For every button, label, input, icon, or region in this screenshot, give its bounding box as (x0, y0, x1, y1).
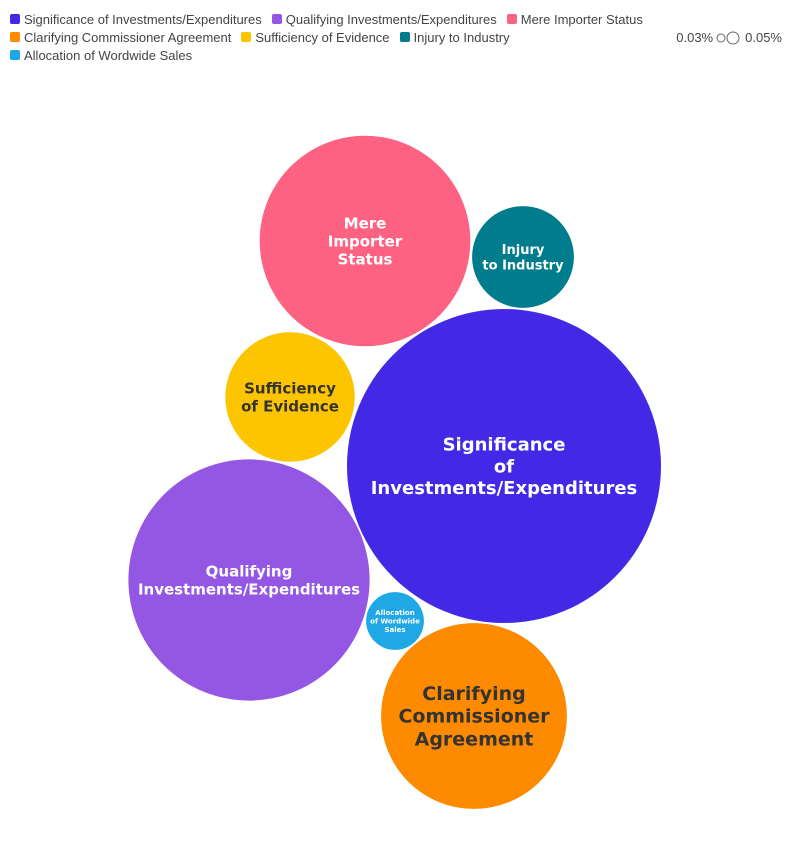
legend-label: Allocation of Wordwide Sales (24, 47, 193, 63)
legend-swatch (241, 32, 252, 42)
size-legend-circles-icon (716, 31, 740, 44)
legend-item[interactable]: Significance of Investments/Expenditures (10, 11, 262, 27)
chart-legend: Significance of Investments/Expenditures… (10, 11, 670, 63)
bubble-circle[interactable] (128, 459, 370, 701)
bubble-circle[interactable] (259, 135, 471, 347)
legend-swatch (271, 14, 282, 24)
legend-item[interactable]: Clarifying Commissioner Agreement (10, 29, 231, 45)
legend-label: Significance of Investments/Expenditures (24, 11, 262, 27)
legend-item[interactable]: Mere Importer Status (506, 11, 643, 27)
bubble-circle[interactable] (381, 623, 567, 809)
legend-label: Injury to Industry (413, 29, 510, 45)
legend-swatch (10, 14, 20, 24)
legend-label: Mere Importer Status (520, 11, 643, 27)
size-legend-min-label: 0.03% (676, 30, 714, 45)
legend-item[interactable]: Injury to Industry (399, 29, 510, 45)
legend-item[interactable]: Sufficiency of Evidence (241, 29, 390, 45)
legend-swatch (10, 32, 20, 42)
legend-item[interactable]: Allocation of Wordwide Sales (10, 47, 192, 63)
legend-label: Sufficiency of Evidence (255, 29, 390, 45)
bubble-circle[interactable] (472, 206, 574, 308)
bubble-circle[interactable] (225, 332, 355, 462)
legend-swatch (506, 14, 517, 24)
legend-label: Clarifying Commissioner Agreement (24, 29, 232, 45)
size-legend: 0.03% 0.05% (676, 30, 782, 45)
legend-label: Qualifying Investments/Expenditures (285, 11, 497, 27)
bubble-circle[interactable] (366, 592, 424, 650)
legend-swatch (399, 32, 410, 42)
size-legend-max-label: 0.05% (745, 30, 782, 45)
legend-item[interactable]: Qualifying Investments/Expenditures (271, 11, 497, 27)
legend-swatch (10, 50, 20, 60)
bubble-circle[interactable] (347, 309, 661, 623)
